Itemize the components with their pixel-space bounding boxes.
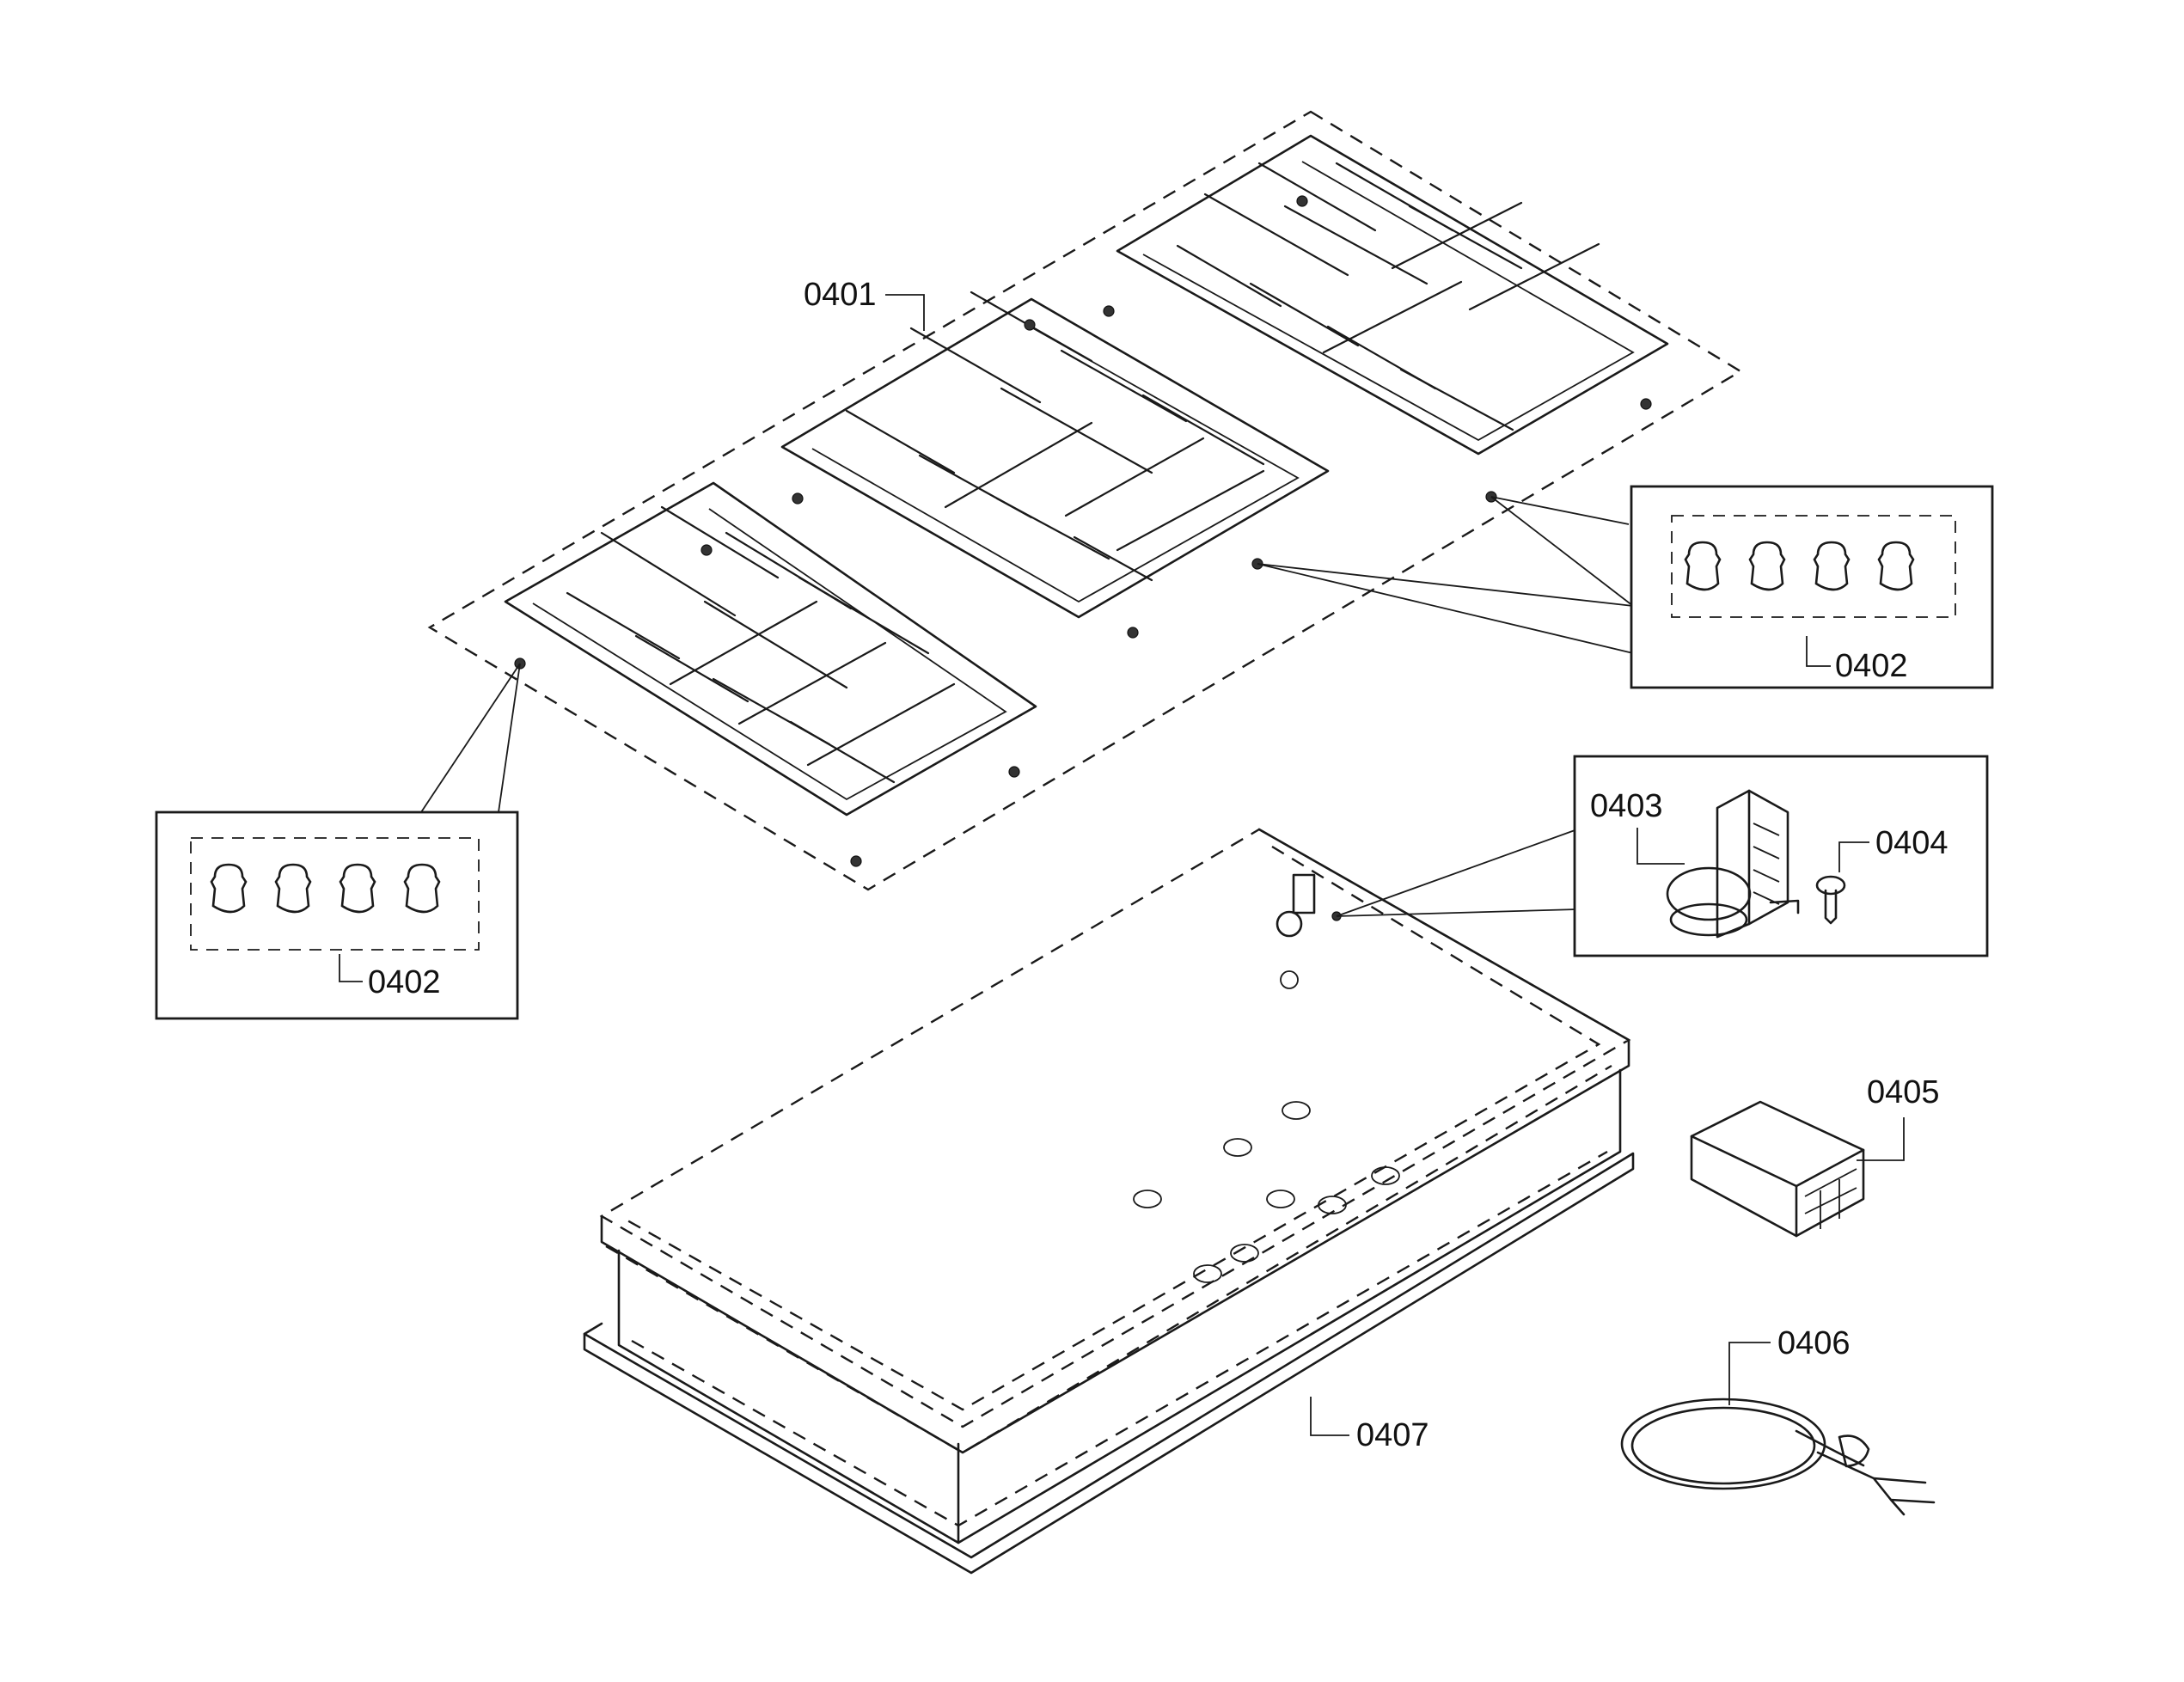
label-0403: 0403: [1590, 788, 1663, 824]
label-0402-left: 0402: [368, 964, 441, 1000]
ignition-switch-icon: [1666, 789, 1800, 939]
grate-feet: [514, 195, 1652, 867]
power-cord: 0406: [1620, 1325, 1936, 1516]
leader-0406: [1728, 1342, 1771, 1405]
label-0402-right: 0402: [1835, 648, 1908, 684]
grate-left: [504, 481, 1037, 817]
grate-middle: [780, 291, 1330, 619]
junction-box: 0405: [1690, 1074, 1940, 1238]
screw-icon: [1815, 875, 1846, 925]
leader-0407: [1310, 1397, 1349, 1436]
label-0401: 0401: [804, 277, 877, 313]
leader-0401: [885, 294, 925, 331]
rubber-foot-icons-left: [210, 863, 441, 914]
leader-0405: [1857, 1117, 1905, 1161]
feet-callout-left: 0402: [155, 663, 521, 1020]
feet-callout-right: 0402: [1257, 485, 1994, 689]
grate-right: [1116, 134, 1669, 456]
spark-module: [1276, 873, 1342, 989]
grate-area-outline: [427, 110, 1743, 891]
label-0407: 0407: [1356, 1417, 1429, 1453]
ignition-callout: 0403 0404: [1336, 755, 1989, 957]
label-0406: 0406: [1777, 1325, 1851, 1361]
rubber-foot-icons-right: [1684, 541, 1915, 591]
label-0404: 0404: [1875, 825, 1948, 861]
grate-assembly: 0401: [427, 110, 1743, 891]
cooktop-base: 0407: [583, 828, 1635, 1575]
burner-holes: [1133, 1101, 1400, 1283]
label-0405: 0405: [1867, 1074, 1940, 1110]
